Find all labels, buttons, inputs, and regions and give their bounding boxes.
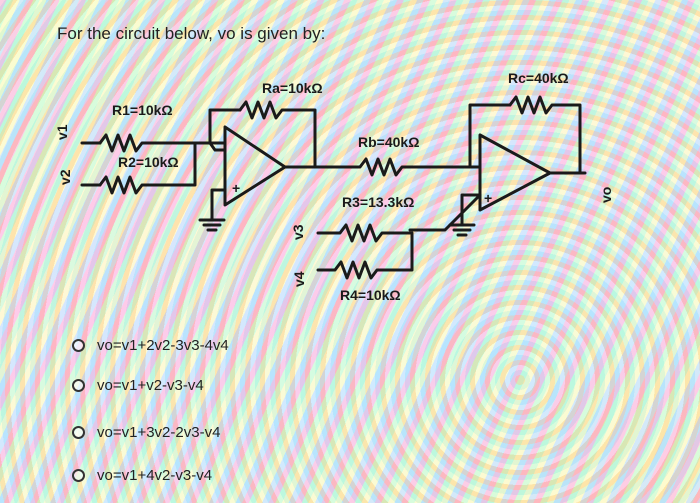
resistor-rb: [318, 157, 482, 177]
opamp-1: [223, 125, 287, 207]
label-ra: Ra=10kΩ: [262, 80, 323, 96]
label-plus1: +: [232, 180, 240, 196]
radio-icon[interactable]: [72, 338, 85, 352]
option-1[interactable]: vo=v1+2v2-3v3-4v4: [72, 334, 229, 356]
ground-2: [448, 223, 476, 237]
resistor-ra: [238, 100, 317, 169]
opamp-2: [478, 133, 552, 212]
circuit-diagram: v1 R1=10kΩ v2 R2=10kΩ Ra=10kΩ + Rb=40kΩ …: [54, 70, 614, 303]
label-v2: v2: [57, 169, 73, 185]
resistor-r2: [98, 141, 197, 195]
resistor-rc: [508, 95, 582, 175]
option-2[interactable]: vo=v1+v2-v3-v4: [72, 374, 204, 396]
label-plus2: +: [484, 190, 492, 206]
ground-1: [198, 218, 226, 232]
option-3[interactable]: vo=v1+3v2-2v3-v4: [72, 421, 220, 443]
label-rc: Rc=40kΩ: [508, 70, 569, 86]
label-r3: R3=13.3kΩ: [342, 194, 414, 210]
label-r1: R1=10kΩ: [112, 102, 173, 118]
label-v3: v3: [290, 224, 306, 240]
label-r2: R2=10kΩ: [118, 154, 179, 170]
label-v4: v4: [291, 271, 307, 287]
resistor-r3: [316, 223, 412, 243]
option-4[interactable]: vo=v1+4v2-v3-v4: [72, 464, 212, 486]
radio-icon[interactable]: [72, 425, 85, 439]
radio-icon[interactable]: [72, 468, 85, 482]
option-label: vo=v1+3v2-2v3-v4: [97, 423, 221, 441]
option-label: vo=v1+2v2-3v3-4v4: [97, 336, 229, 354]
label-v1: v1: [54, 124, 70, 140]
resistor-r1: [98, 133, 182, 153]
radio-icon[interactable]: [72, 378, 85, 392]
resistor-r4: [316, 231, 414, 280]
option-label: vo=v1+4v2-v3-v4: [97, 466, 213, 484]
option-label: vo=v1+v2-v3-v4: [97, 376, 204, 394]
label-r4: R4=10kΩ: [340, 287, 401, 303]
label-rb: Rb=40kΩ: [358, 134, 419, 150]
label-vo: vo: [598, 187, 614, 203]
question-text: For the circuit below, vo is given by:: [57, 24, 326, 43]
